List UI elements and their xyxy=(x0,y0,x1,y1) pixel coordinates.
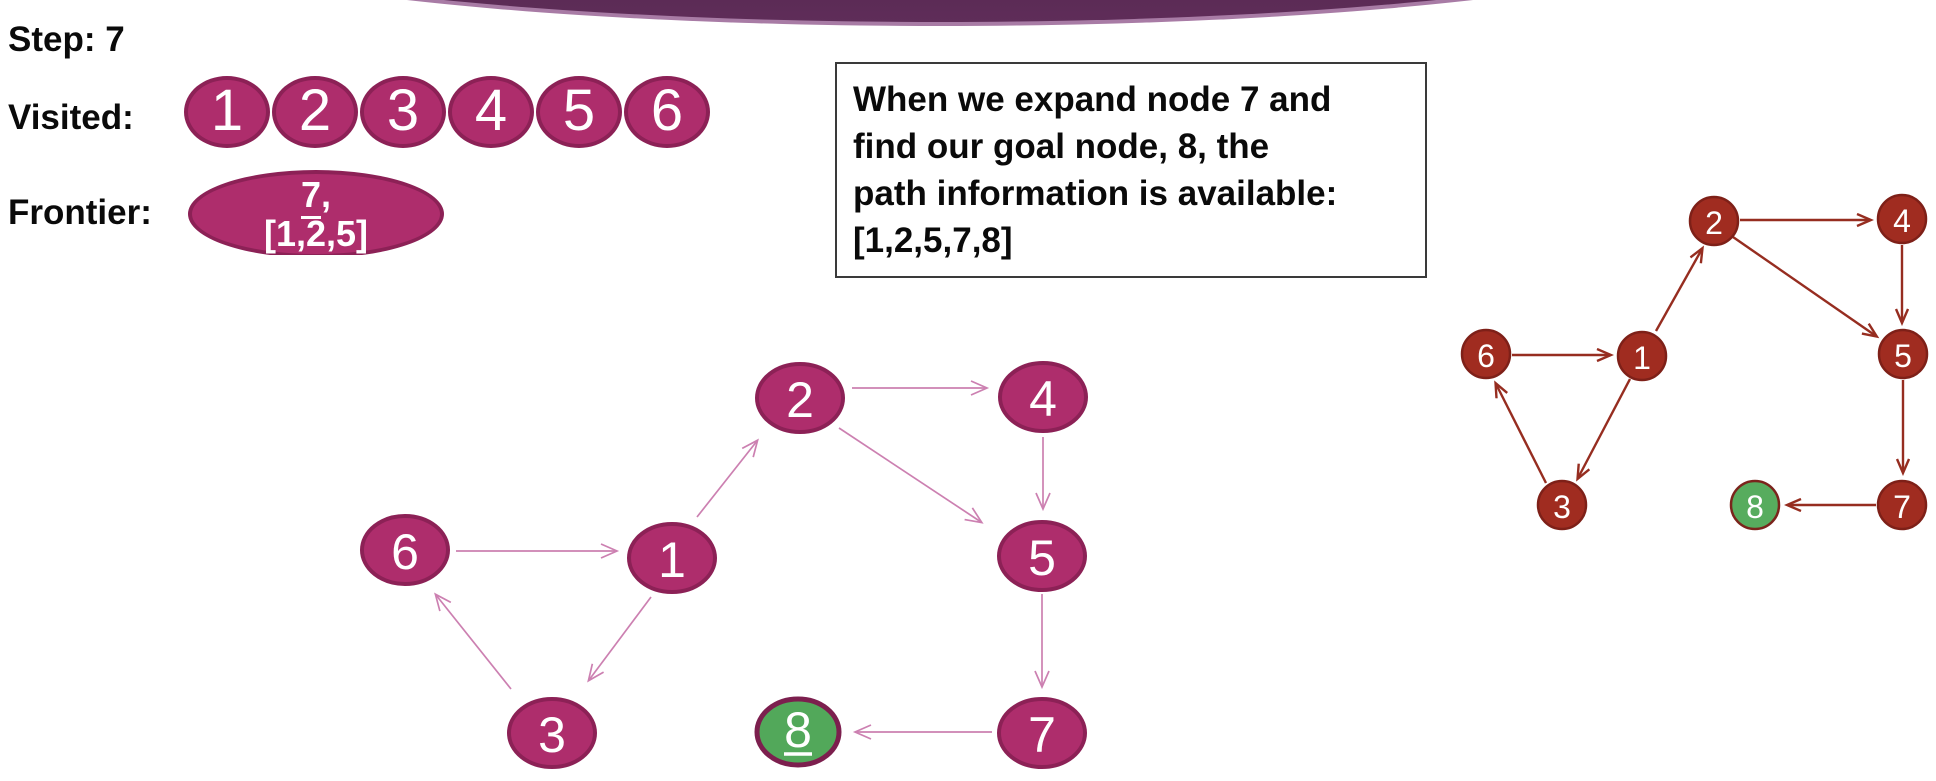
edge-2-5 xyxy=(838,427,984,524)
visited-node: 5 xyxy=(536,76,622,148)
graph-node-label: 4 xyxy=(1029,371,1057,427)
visited-node-label: 4 xyxy=(474,78,508,143)
edge-2-5 xyxy=(1732,236,1876,336)
visited-node-label: 2 xyxy=(298,78,332,143)
graph-node-2: 2 xyxy=(755,362,845,434)
visited-node-label: 1 xyxy=(210,78,244,143)
graph-node-4: 4 xyxy=(998,361,1088,433)
graph-node-label: 7 xyxy=(1893,489,1911,525)
graph-node-label: 6 xyxy=(391,524,419,580)
graph-node-1: 1 xyxy=(1616,330,1668,382)
frontier-label: Frontier: xyxy=(8,193,152,232)
visited-node: 1 xyxy=(184,76,270,148)
graph-node-5: 5 xyxy=(997,520,1087,592)
info-box-line: [1,2,5,7,8] xyxy=(853,221,1013,260)
visited-node-label: 6 xyxy=(650,78,684,143)
graph-node-label: 7 xyxy=(1028,707,1056,763)
visited-label: Visited: xyxy=(8,98,134,137)
info-box: When we expand node 7 and find our goal … xyxy=(835,62,1427,278)
frontier-head-comma: , xyxy=(321,174,332,215)
visited-node-label: 3 xyxy=(386,78,420,143)
graph-node-label: 3 xyxy=(538,707,566,763)
graph-node-label: 4 xyxy=(1893,203,1911,239)
step-label: Step: 7 xyxy=(8,20,125,59)
graph-node-7: 7 xyxy=(997,697,1087,769)
visited-node: 6 xyxy=(624,76,710,148)
frontier-path-list: [1,2,5] xyxy=(192,213,440,258)
edge-3-6 xyxy=(1496,384,1548,484)
graph-node-label: 5 xyxy=(1894,338,1912,374)
visited-node: 4 xyxy=(448,76,534,148)
graph-node-label: 1 xyxy=(1633,340,1651,376)
graph-node-label: 6 xyxy=(1477,338,1495,374)
graph-node-label: 8 xyxy=(784,702,812,758)
visited-node: 2 xyxy=(272,76,358,148)
graph-node-8-goal: 8 xyxy=(754,696,842,768)
graph-node-label: 8 xyxy=(1746,489,1764,525)
edge-3-6 xyxy=(434,592,512,690)
info-box-line: When we expand node 7 and xyxy=(853,80,1332,119)
info-box-line: path information is available: xyxy=(853,174,1338,213)
edge-1-2 xyxy=(696,438,759,518)
graph-node-5: 5 xyxy=(1877,328,1929,380)
graph-node-label: 3 xyxy=(1553,489,1571,525)
graph-node-3: 3 xyxy=(507,697,597,769)
frontier-head: 7, xyxy=(192,174,440,219)
graph-node-label: 5 xyxy=(1028,530,1056,586)
graph-node-4: 4 xyxy=(1876,193,1928,245)
edge-1-3 xyxy=(587,596,652,683)
graph-node-2: 2 xyxy=(1688,195,1740,247)
visited-node: 3 xyxy=(360,76,446,148)
graph-node-6: 6 xyxy=(1460,328,1512,380)
info-box-line: find our goal node, 8, the xyxy=(853,127,1270,166)
banner-ellipse xyxy=(443,0,1437,22)
edge-1-2 xyxy=(1654,249,1702,332)
right-graph: 1 2 3 4 5 6 7 xyxy=(1460,193,1929,531)
top-banner-arc xyxy=(407,0,1473,26)
visited-node-label: 5 xyxy=(562,78,596,143)
frontier-head-number: 7 xyxy=(300,174,321,219)
graph-node-1: 1 xyxy=(627,522,717,594)
graph-node-label: 2 xyxy=(786,372,814,428)
graph-node-label: 1 xyxy=(658,532,686,588)
frontier-node: 7, [1,2,5] xyxy=(188,170,444,258)
center-graph: 1 2 3 4 5 6 7 xyxy=(360,361,1088,769)
graph-node-6: 6 xyxy=(360,514,450,586)
graph-node-label: 2 xyxy=(1705,205,1723,241)
graph-node-8-goal: 8 xyxy=(1729,479,1781,531)
graph-node-3: 3 xyxy=(1536,479,1588,531)
graph-node-7: 7 xyxy=(1876,479,1928,531)
edge-1-3 xyxy=(1578,378,1632,478)
